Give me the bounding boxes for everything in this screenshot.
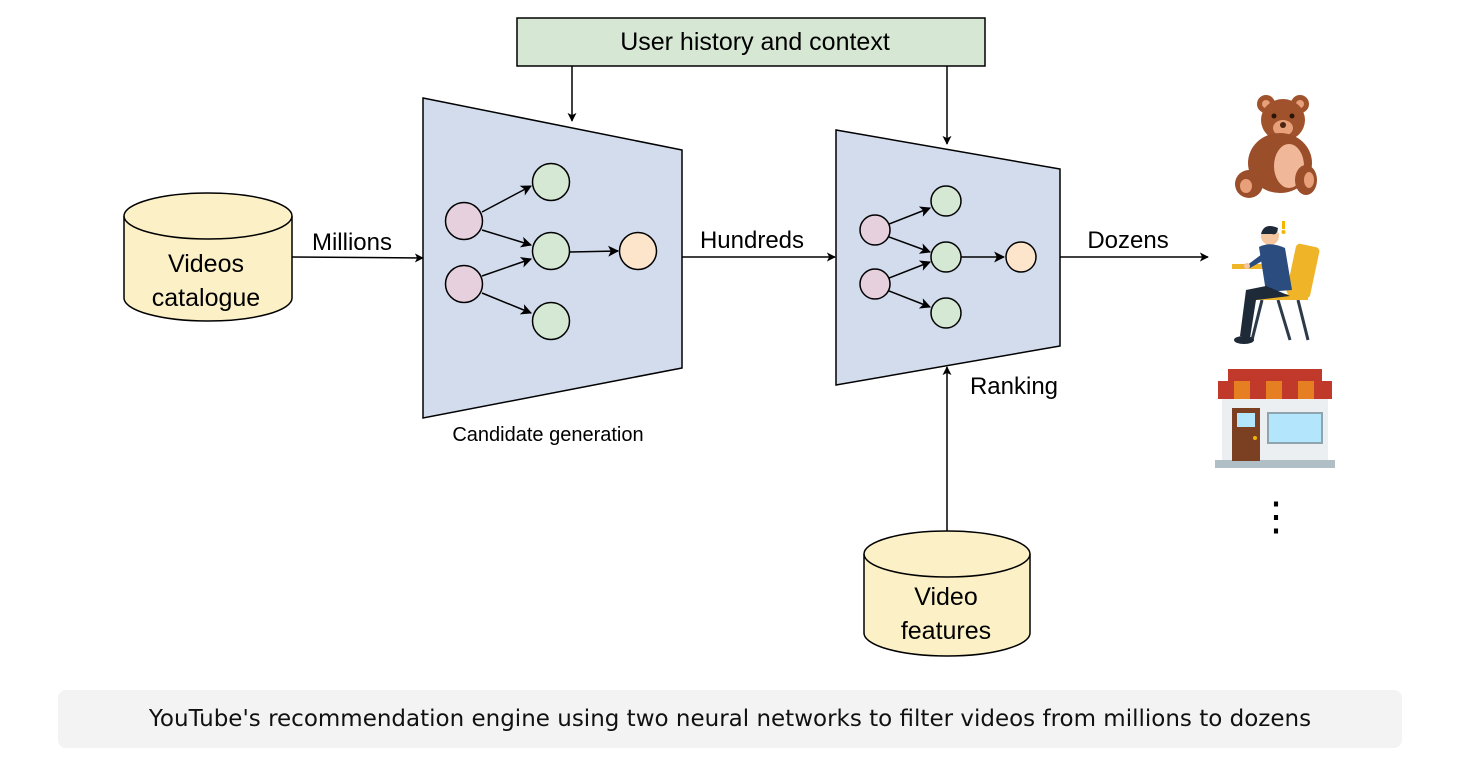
user-history-label: User history and context <box>620 28 890 56</box>
video-features-line2: features <box>901 617 991 645</box>
hidden-node <box>531 231 571 271</box>
more-items-ellipsis: ⋮ <box>1256 495 1296 539</box>
video-features-database: Video features <box>863 530 1031 657</box>
person-at-desk-icon <box>1232 221 1320 344</box>
storefront-icon <box>1215 369 1335 468</box>
video-features-line1: Video <box>914 583 978 611</box>
hidden-node <box>531 162 571 202</box>
caption-box: YouTube's recommendation engine using tw… <box>58 690 1402 748</box>
millions-label: Millions <box>312 229 392 256</box>
hundreds-label: Hundreds <box>700 227 804 254</box>
hidden-node <box>930 185 962 217</box>
hidden-node <box>531 301 571 341</box>
hidden-node <box>930 241 962 273</box>
arrow-millions <box>291 253 424 263</box>
input-node <box>859 214 891 246</box>
caption-text: YouTube's recommendation engine using tw… <box>148 706 1312 732</box>
videos-catalogue-line1: Videos <box>168 250 244 278</box>
ranking-label: Ranking <box>970 373 1058 400</box>
hidden-node <box>930 297 962 329</box>
videos-catalogue-line2: catalogue <box>152 284 260 312</box>
output-node <box>1005 241 1037 273</box>
candidate-generation-network <box>422 97 683 419</box>
candidate-generation-label: Candidate generation <box>452 424 643 446</box>
dozens-label: Dozens <box>1087 227 1168 254</box>
output-node <box>618 231 658 271</box>
input-node <box>444 201 484 241</box>
input-node <box>444 264 484 304</box>
videos-catalogue-database: Videos catalogue <box>123 192 293 322</box>
ranking-network <box>835 129 1061 386</box>
input-node <box>859 268 891 300</box>
user-history-box: User history and context <box>516 17 986 67</box>
teddy-bear-icon <box>1235 95 1317 198</box>
